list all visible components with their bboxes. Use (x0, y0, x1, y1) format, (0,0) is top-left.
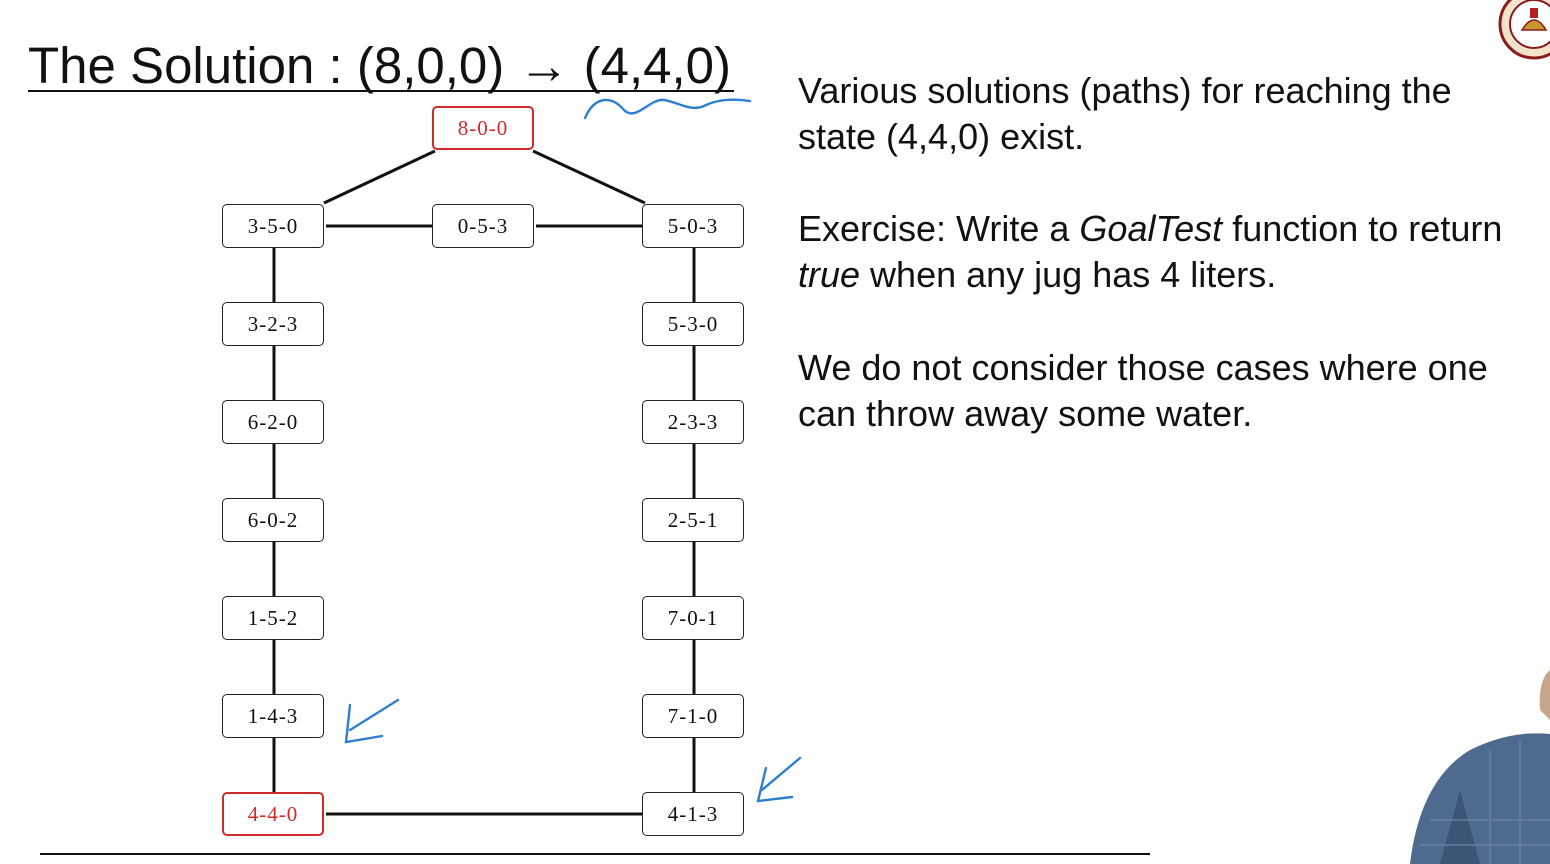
node-8-0-0: 8-0-0 (432, 106, 534, 150)
node-2-5-1: 2-5-1 (642, 498, 744, 542)
paragraph-solutions: Various solutions (paths) for reaching t… (798, 70, 1452, 157)
node-6-2-0: 6-2-0 (222, 400, 324, 444)
paragraph-exercise: Exercise: Write a GoalTest function to r… (798, 206, 1518, 298)
exercise-text-3: when any jug has 4 liters. (860, 254, 1277, 295)
node-7-1-0: 7-1-0 (642, 694, 744, 738)
node-3-5-0: 3-5-0 (222, 204, 324, 248)
node-5-3-0: 5-3-0 (642, 302, 744, 346)
edge-800-350 (323, 149, 436, 205)
node-7-0-1: 7-0-1 (642, 596, 744, 640)
handwritten-squiggle (583, 98, 752, 120)
exercise-true: true (798, 254, 861, 295)
node-5-0-3: 5-0-3 (642, 204, 744, 248)
handwritten-arrow-left (344, 698, 400, 744)
node-2-3-3: 2-3-3 (642, 400, 744, 444)
exercise-goaltest: GoalTest (1079, 208, 1223, 249)
node-3-2-3: 3-2-3 (222, 302, 324, 346)
exercise-text-1: Exercise: Write a (798, 208, 1080, 249)
edge-800-503 (532, 149, 646, 205)
institute-logo-icon (1498, 0, 1550, 60)
node-4-1-3: 4-1-3 (642, 792, 744, 836)
paragraph-throw-away: We do not consider those cases where one… (798, 347, 1488, 434)
presenter-video (1410, 670, 1550, 864)
slide-title: The Solution : (8,0,0) → (4,4,0) (28, 37, 731, 94)
node-6-0-2: 6-0-2 (222, 498, 324, 542)
title-underline (28, 90, 734, 92)
exercise-text-2: function to return (1222, 208, 1503, 249)
footer-rule (40, 853, 1150, 855)
node-1-4-3: 1-4-3 (222, 694, 324, 738)
node-1-5-2: 1-5-2 (222, 596, 324, 640)
node-0-5-3: 0-5-3 (432, 204, 534, 248)
handwritten-arrow-right (756, 756, 802, 803)
node-4-4-0: 4-4-0 (222, 792, 324, 836)
